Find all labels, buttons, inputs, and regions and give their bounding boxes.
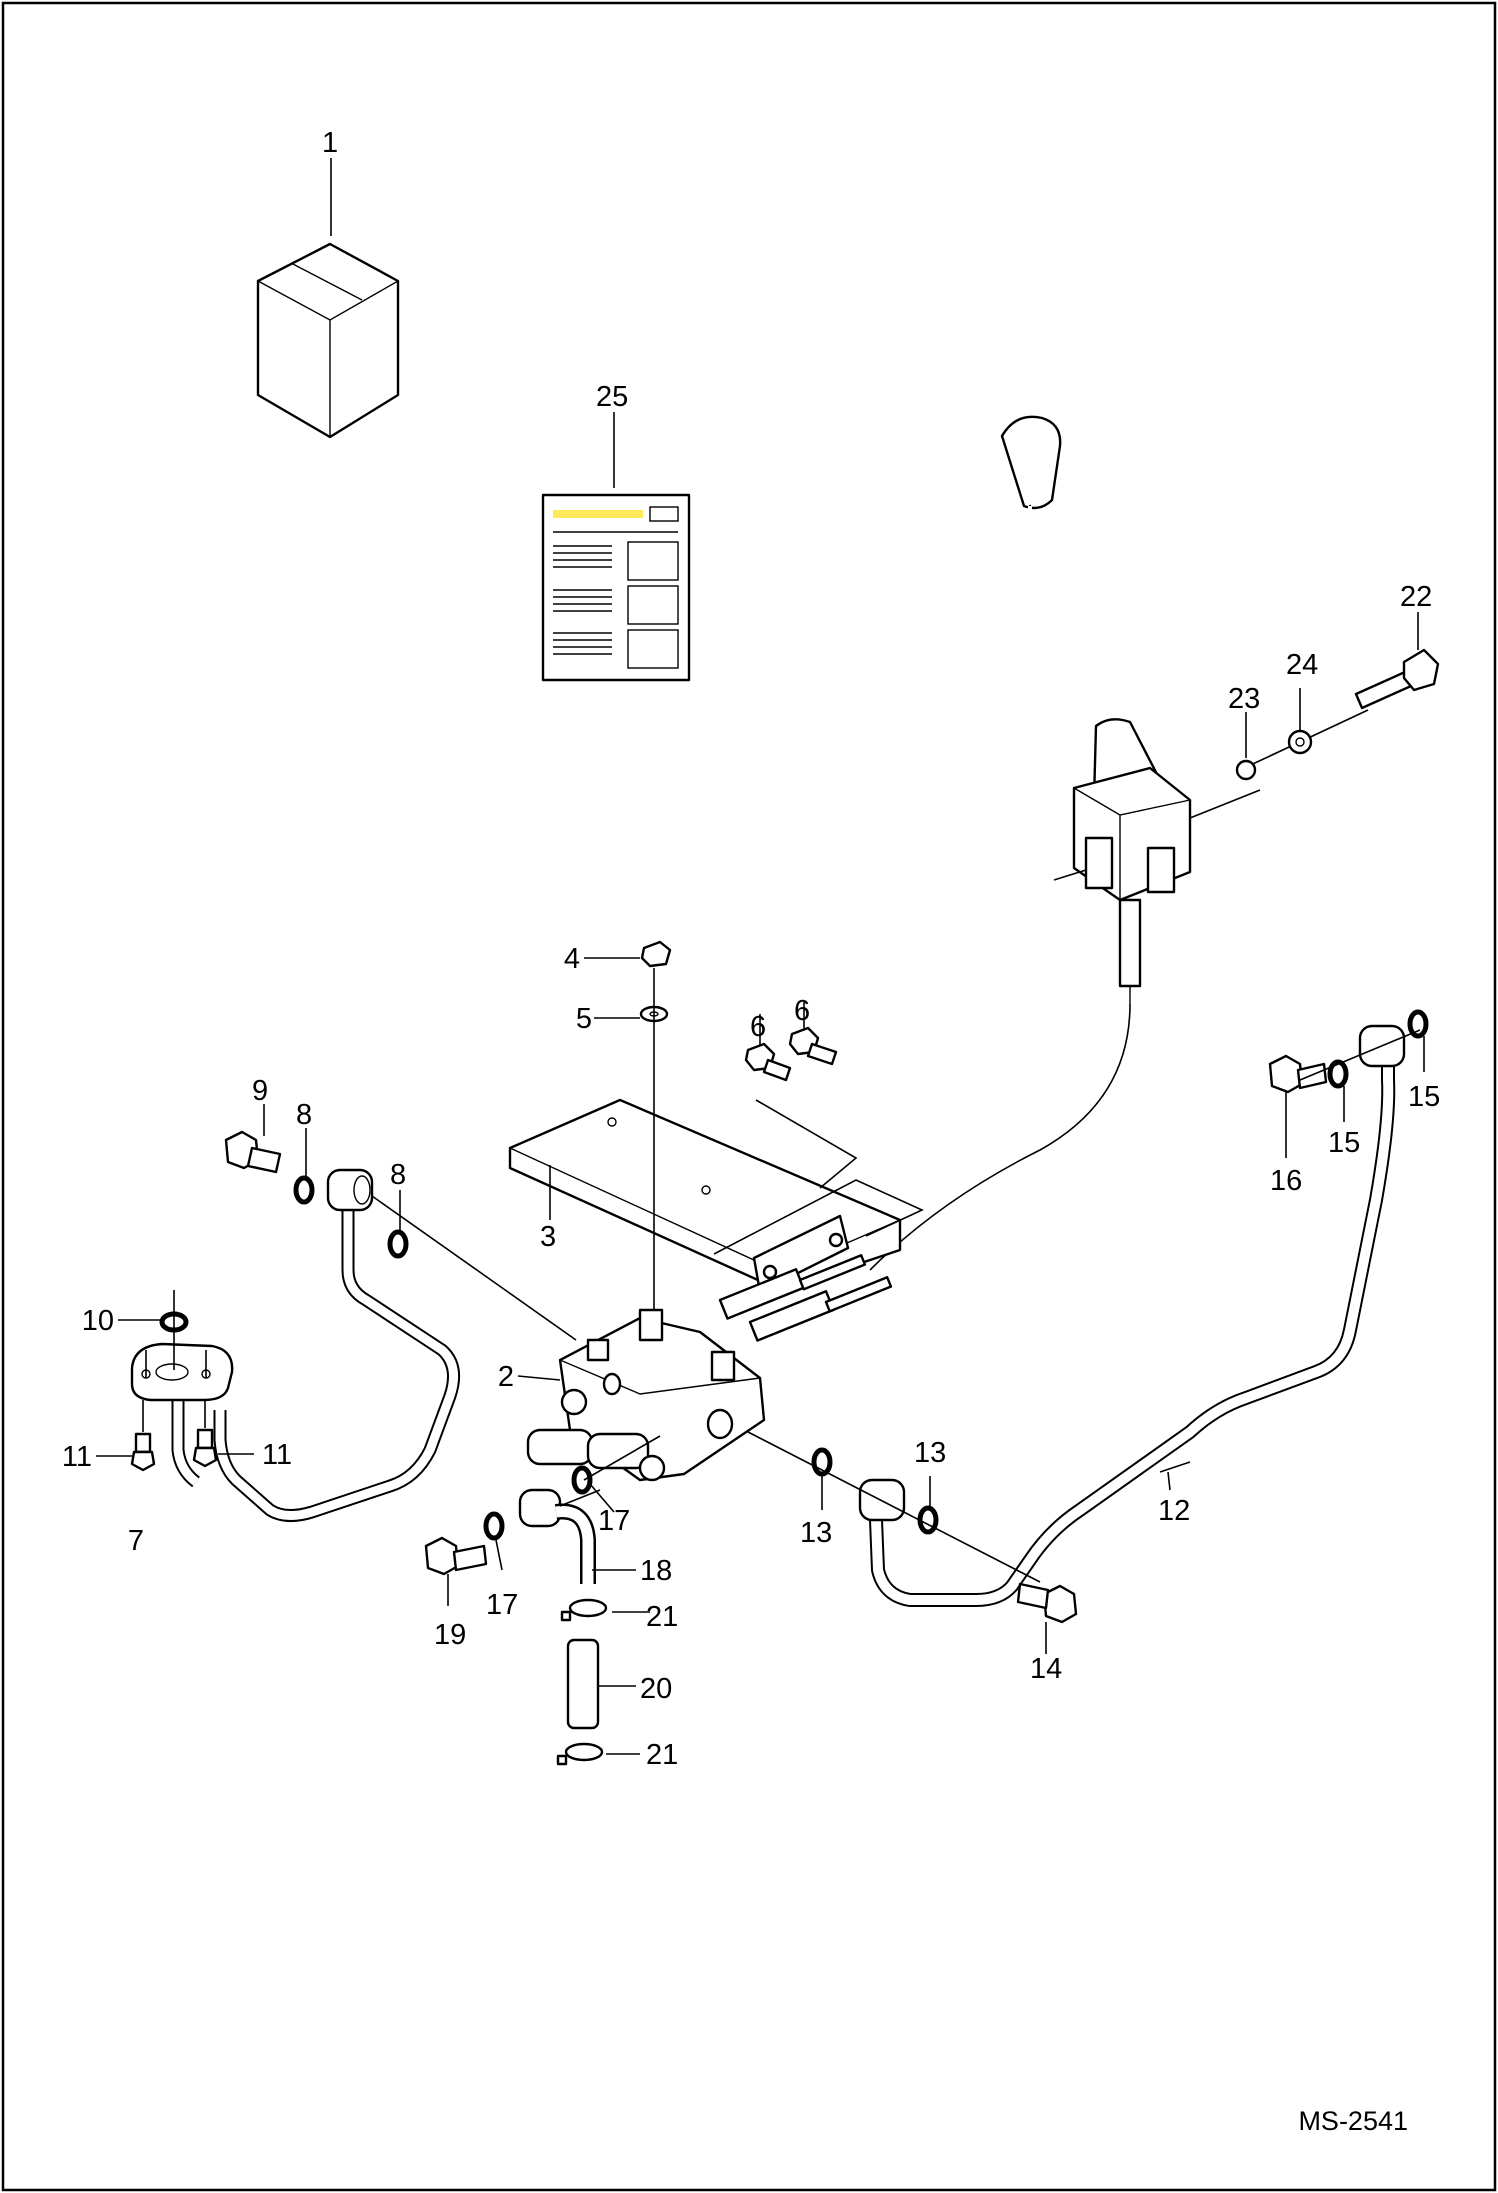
label-2: 2 (498, 1361, 514, 1393)
label-24: 24 (1286, 649, 1318, 681)
label-25: 25 (596, 381, 628, 413)
label-5: 5 (576, 1003, 592, 1035)
label-3: 3 (540, 1221, 556, 1253)
part-labels: 1 25 22 24 23 4 5 6 6 9 8 8 3 16 15 15 1… (62, 127, 1440, 1771)
label-8a: 8 (296, 1099, 312, 1131)
label-10: 10 (82, 1305, 114, 1337)
label-13b: 13 (800, 1517, 832, 1549)
label-4: 4 (564, 943, 580, 975)
instruction-manual (541, 412, 691, 682)
kit-box (256, 158, 400, 439)
label-17b: 17 (486, 1589, 518, 1621)
o-ring-10 (159, 1311, 189, 1333)
label-19: 19 (434, 1619, 466, 1651)
label-6a: 6 (750, 1011, 766, 1043)
control-valve (517, 1254, 893, 1482)
label-6b: 6 (794, 995, 810, 1027)
fittings-right (747, 1009, 1429, 1654)
label-21b: 21 (646, 1739, 678, 1771)
label-9: 9 (252, 1075, 268, 1107)
leader-lines (1167, 1471, 1171, 1491)
label-17a: 17 (598, 1505, 630, 1537)
label-8b: 8 (390, 1159, 406, 1191)
label-11a: 11 (62, 1441, 92, 1473)
label-13a: 13 (914, 1437, 946, 1469)
label-20: 20 (640, 1673, 672, 1705)
label-12: 12 (1158, 1495, 1190, 1527)
bolts-11 (96, 1400, 254, 1472)
hose-assembly (424, 1435, 661, 1766)
label-1: 1 (322, 127, 338, 159)
label-23: 23 (1228, 683, 1260, 715)
bolt-4 (584, 940, 672, 1318)
label-15b: 15 (1408, 1081, 1440, 1113)
label-7: 7 (128, 1525, 144, 1557)
mounting-plate (508, 1098, 924, 1294)
label-21a: 21 (646, 1601, 678, 1633)
label-18: 18 (640, 1555, 672, 1587)
tube-7 (130, 1168, 461, 1522)
label-22: 22 (1400, 581, 1432, 613)
fitting-9 (224, 1104, 577, 1341)
label-16: 16 (1270, 1165, 1302, 1197)
label-11b: 11 (262, 1439, 292, 1471)
label-14: 14 (1030, 1653, 1062, 1685)
bolts-6 (744, 1002, 838, 1082)
joystick-control (1000, 415, 1261, 1004)
sheet-code: MS-2541 (1298, 2106, 1408, 2136)
bolt-and-washers (1235, 612, 1440, 781)
tube-12 (858, 1024, 1406, 1607)
label-15a: 15 (1328, 1127, 1360, 1159)
